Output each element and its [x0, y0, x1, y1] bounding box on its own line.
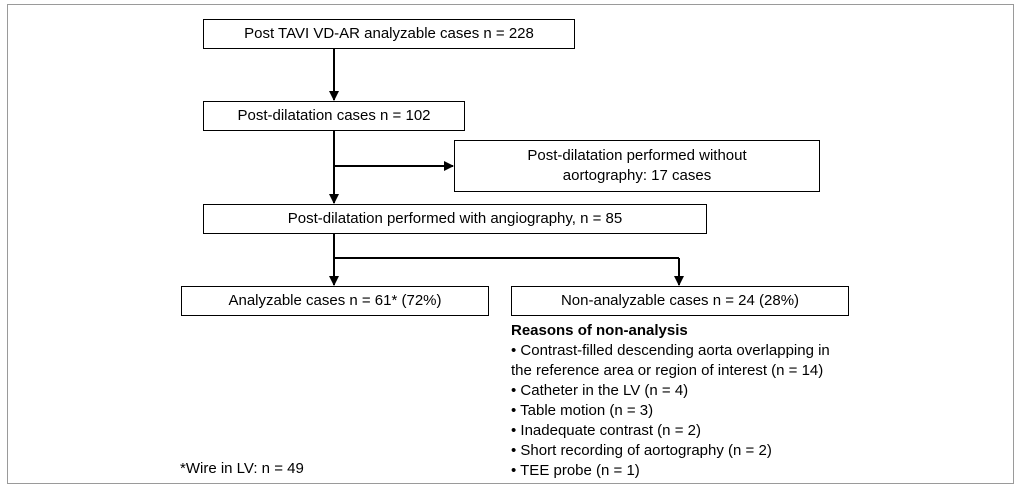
- reasons-title: Reasons of non-analysis: [511, 322, 688, 339]
- without-aortography-line-2: aortography: 17 cases: [562, 167, 712, 184]
- reason-item: • Inadequate contrast (n = 2): [511, 422, 701, 439]
- with-angiography-box: Post-dilatation performed with angiograp…: [203, 204, 707, 234]
- without-aortography-line-1: Post-dilatation performed without: [527, 147, 747, 164]
- reason-item: the reference area or region of interest…: [511, 362, 824, 379]
- figure-frame: [7, 4, 1014, 484]
- non-analyzable-cases-box: Non-analyzable cases n = 24 (28%): [511, 286, 849, 316]
- with-angiography-label: Post-dilatation performed with angiograp…: [287, 210, 623, 227]
- reason-item: • Short recording of aortography (n = 2): [511, 442, 772, 459]
- wire-footnote: *Wire in LV: n = 49: [180, 460, 304, 477]
- reason-item: • TEE probe (n = 1): [511, 462, 640, 479]
- total-cases-box: Post TAVI VD-AR analyzable cases n = 228: [203, 19, 575, 49]
- reason-item: • Catheter in the LV (n = 4): [511, 382, 689, 399]
- analyzable-cases-box: Analyzable cases n = 61* (72%): [181, 286, 489, 316]
- postdilatation-cases-label: Post-dilatation cases n = 102: [237, 107, 431, 124]
- postdilatation-cases-box: Post-dilatation cases n = 102: [203, 101, 465, 131]
- total-cases-label: Post TAVI VD-AR analyzable cases n = 228: [244, 25, 534, 42]
- without-aortography-box: Post-dilatation performed without aortog…: [454, 140, 820, 192]
- reasons-list: Reasons of non-analysis • Contrast-fille…: [511, 321, 991, 481]
- non-analyzable-cases-label: Non-analyzable cases n = 24 (28%): [560, 292, 800, 309]
- analyzable-cases-label: Analyzable cases n = 61* (72%): [228, 292, 442, 309]
- reason-item: • Table motion (n = 3): [511, 402, 654, 419]
- reason-item: • Contrast-filled descending aorta overl…: [511, 342, 830, 359]
